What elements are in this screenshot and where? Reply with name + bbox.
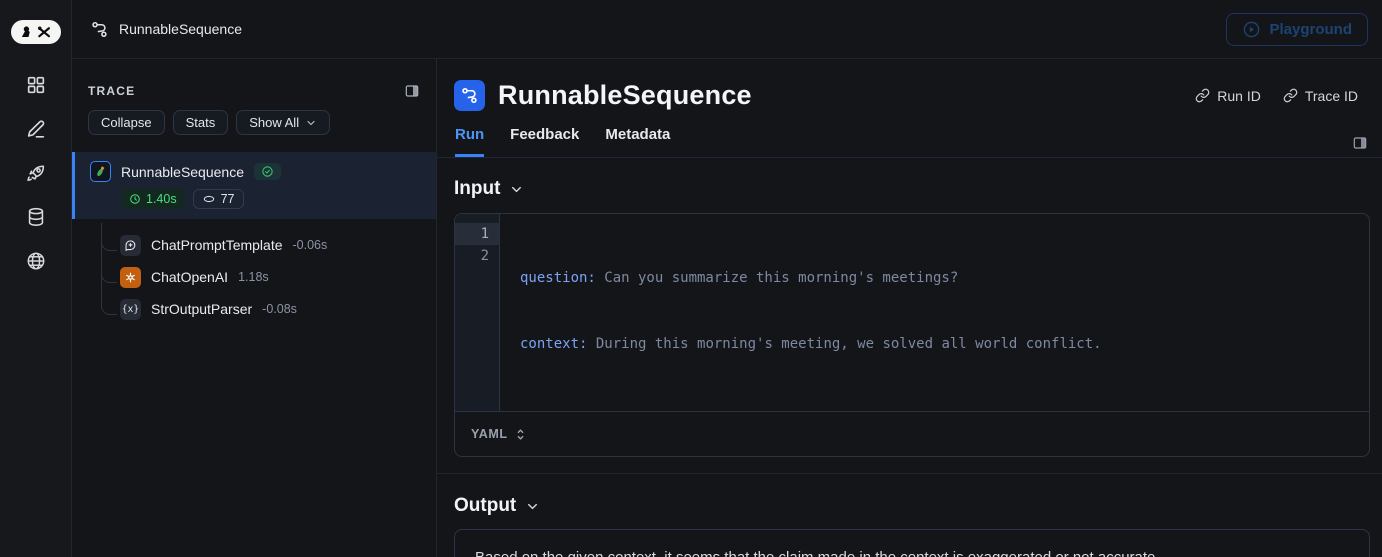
- tab-metadata[interactable]: Metadata: [605, 126, 671, 143]
- token-disc-icon: [203, 195, 214, 203]
- clock-icon: [130, 194, 140, 204]
- output-heading: Output: [454, 495, 517, 516]
- trace-node-duration: -0.08s: [262, 302, 297, 316]
- play-circle-icon: [1244, 21, 1260, 37]
- trace-panel: TRACE Collapse Stats Show All: [72, 59, 437, 557]
- yaml-value: Can you summarize this morning's meeting…: [595, 270, 959, 286]
- trace-node-label: StrOutputParser: [151, 301, 253, 317]
- app-sidebar: [0, 0, 72, 557]
- chevron-down-icon: [307, 120, 315, 125]
- trace-node-label: ChatPromptTemplate: [151, 237, 283, 253]
- globe-icon[interactable]: [24, 249, 48, 273]
- line-number-gutter: 1 2: [455, 214, 500, 411]
- trace-node-runnable-sequence[interactable]: RunnableSequence 1.40s 77: [72, 152, 436, 219]
- breadcrumb: RunnableSequence: [90, 20, 242, 39]
- page-title: RunnableSequence: [498, 80, 752, 110]
- collapse-detail-panel-icon[interactable]: [1352, 135, 1368, 151]
- sidebar-nav: [24, 73, 48, 273]
- code-content: question: Can you summarize this morning…: [500, 214, 1118, 411]
- playground-button[interactable]: Playground: [1226, 12, 1368, 46]
- sequence-icon-blue: [454, 80, 485, 111]
- run-id-label: Run ID: [1217, 87, 1261, 104]
- token-count-badge: 77: [192, 189, 244, 209]
- output-text: Based on the given context, it seems tha…: [475, 548, 1160, 557]
- output-section-header[interactable]: Output: [454, 495, 1370, 517]
- run-tabs: Run Feedback Metadata: [437, 126, 1382, 158]
- parrot-icon: [90, 161, 111, 182]
- collapse-panel-icon[interactable]: [404, 83, 420, 99]
- input-section-header[interactable]: Input: [454, 178, 1370, 200]
- chevron-down-icon: [512, 186, 522, 192]
- duration-badge: 1.40s: [121, 189, 185, 209]
- trace-node-str-output-parser[interactable]: {x} StrOutputParser -0.08s: [72, 293, 436, 325]
- collapse-label: Collapse: [101, 115, 152, 130]
- parrot-tools-logo-icon: [21, 26, 50, 38]
- success-status-badge: [254, 163, 281, 180]
- input-heading: Input: [454, 178, 501, 199]
- chevron-down-icon: [528, 503, 538, 509]
- code-line: question: Can you summarize this morning…: [520, 267, 1102, 289]
- grid-icon[interactable]: [24, 73, 48, 97]
- duration-value: 1.40s: [146, 192, 177, 206]
- format-label: YAML: [471, 427, 508, 441]
- topbar: RunnableSequence Playground: [72, 0, 1382, 59]
- section-divider: [437, 473, 1382, 474]
- breadcrumb-run-name: RunnableSequence: [119, 21, 242, 37]
- token-count-value: 77: [220, 192, 235, 206]
- link-icon: [1283, 88, 1298, 103]
- yaml-value: During this morning's meeting, we solved…: [587, 336, 1102, 352]
- output-section: Output Based on the given context, it se…: [437, 495, 1382, 557]
- format-selector[interactable]: YAML: [455, 411, 1369, 456]
- openai-icon: [120, 266, 141, 288]
- run-detail-panel: RunnableSequence Run ID Trace ID: [437, 59, 1382, 557]
- trace-tree: RunnableSequence 1.40s 77: [72, 152, 436, 325]
- trace-node-duration: -0.06s: [292, 238, 328, 252]
- sequence-icon: [92, 21, 107, 37]
- trace-panel-title: TRACE: [88, 84, 136, 98]
- stats-button[interactable]: Stats: [172, 110, 229, 135]
- show-all-dropdown[interactable]: Show All: [236, 110, 331, 135]
- langsmith-logo[interactable]: [10, 20, 61, 44]
- show-all-label: Show All: [249, 115, 300, 130]
- tab-feedback[interactable]: Feedback: [510, 126, 580, 143]
- playground-label: Playground: [1269, 20, 1352, 38]
- trace-node-label: ChatOpenAI: [151, 269, 229, 285]
- input-code-card: 1 2 question: Can you summarize this mor…: [454, 213, 1370, 457]
- trace-node-chat-prompt-template[interactable]: ChatPromptTemplate -0.06s: [72, 229, 436, 261]
- trace-toolbar: Collapse Stats Show All: [88, 110, 420, 135]
- yaml-key: context:: [520, 336, 588, 352]
- chat-bubble-plus-icon: [120, 234, 141, 256]
- curly-braces-x-icon: {x}: [120, 298, 141, 320]
- code-editor[interactable]: 1 2 question: Can you summarize this mor…: [455, 214, 1369, 411]
- database-icon[interactable]: [24, 205, 48, 229]
- input-section: Input 1 2 question: Can you summarize th…: [437, 178, 1382, 457]
- rocket-icon[interactable]: [24, 161, 48, 185]
- trace-node-label: RunnableSequence: [121, 163, 244, 180]
- check-circle-icon: [262, 166, 273, 177]
- yaml-key: question:: [520, 270, 596, 286]
- stats-label: Stats: [185, 115, 216, 130]
- up-down-chevrons-icon: [517, 428, 524, 440]
- link-icon: [1195, 88, 1210, 103]
- trace-children: ChatPromptTemplate -0.06s ChatOpenAI: [72, 223, 436, 325]
- code-line: context: During this morning's meeting, …: [520, 333, 1102, 355]
- pencil-icon[interactable]: [24, 117, 48, 141]
- tab-run[interactable]: Run: [455, 126, 485, 157]
- trace-id-label: Trace ID: [1304, 87, 1358, 104]
- line-number: 2: [480, 248, 489, 264]
- collapse-button[interactable]: Collapse: [88, 110, 165, 135]
- trace-node-duration: 1.18s: [238, 270, 269, 284]
- tree-connector: [101, 223, 117, 315]
- trace-node-chat-openai[interactable]: ChatOpenAI 1.18s: [72, 261, 436, 293]
- line-number: 1: [455, 223, 499, 245]
- braces-glyph: {x}: [121, 303, 140, 315]
- run-id-button[interactable]: Run ID: [1195, 88, 1261, 104]
- output-text-card: Based on the given context, it seems tha…: [454, 529, 1370, 557]
- trace-id-button[interactable]: Trace ID: [1283, 88, 1358, 104]
